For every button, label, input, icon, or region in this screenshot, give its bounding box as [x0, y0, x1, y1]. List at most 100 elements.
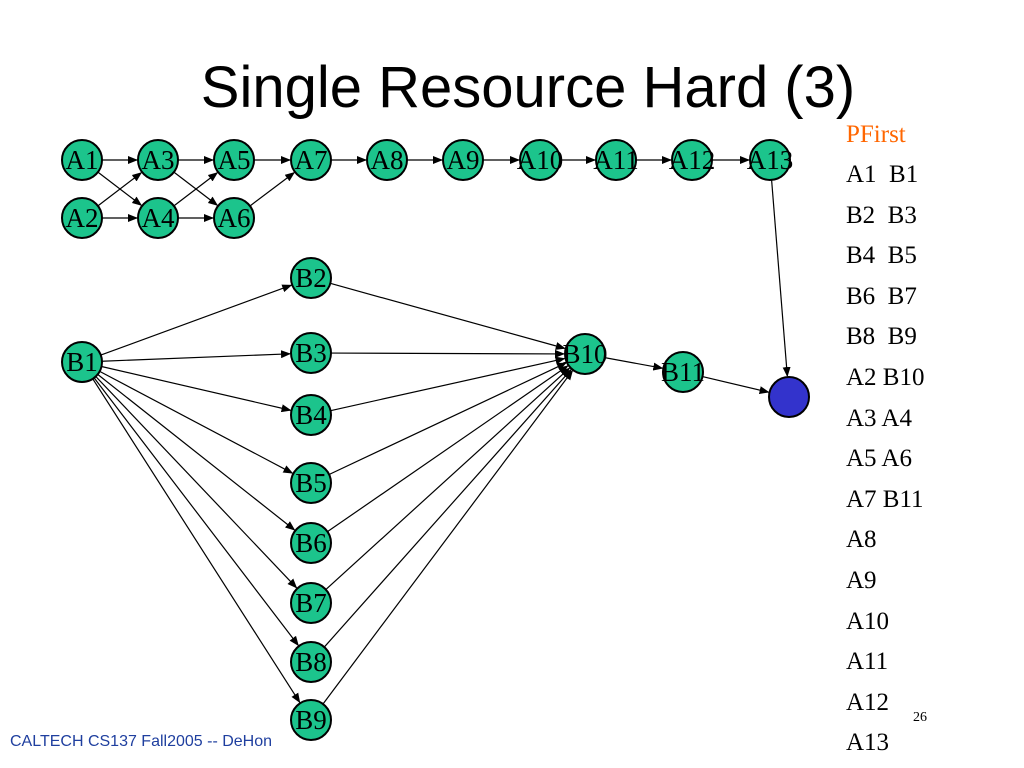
- schedule-row: B6 B7: [846, 282, 917, 310]
- node-b7: B7: [290, 582, 332, 624]
- node-label: B5: [295, 468, 327, 498]
- schedule-row: A5 A6: [846, 445, 912, 473]
- edge-B9-B10: [322, 370, 574, 705]
- node-b2: B2: [290, 257, 332, 299]
- node-a1: A1: [61, 139, 103, 181]
- page-number: 26: [913, 710, 927, 725]
- node-b3: B3: [290, 332, 332, 374]
- edge-B1-B4: [101, 365, 292, 413]
- node-circle: [564, 333, 606, 375]
- edge-B1-B2: [100, 284, 293, 356]
- node-label: B10: [562, 339, 607, 369]
- node-label: A12: [669, 145, 716, 175]
- node-circle: [61, 139, 103, 181]
- schedule-row: A7 B11: [846, 485, 924, 513]
- node-label: A9: [447, 145, 480, 175]
- schedule-row: A13: [846, 729, 890, 757]
- schedule-heading: PFirst: [846, 121, 906, 148]
- schedule-row: A2 B10: [846, 363, 925, 391]
- edge-A13-SINK: [771, 179, 791, 378]
- node-label: B7: [295, 588, 327, 618]
- schedule-row: A12: [846, 688, 890, 716]
- node-a10: A10: [517, 139, 564, 181]
- edge-B3-B10: [330, 349, 566, 358]
- node-circle: [213, 139, 255, 181]
- node-label: A2: [66, 203, 99, 233]
- node-sink: [768, 376, 810, 418]
- edge-B4-B10: [330, 356, 566, 412]
- edge-B6-B10: [327, 365, 569, 533]
- pfirst-schedule: PFirst A1 B1 B2 B3 B4 B5 B6 B7 B8 B9 A2 …: [846, 115, 1016, 764]
- node-label: A1: [66, 145, 99, 175]
- node-label: A7: [295, 145, 328, 175]
- node-circle: [137, 197, 179, 239]
- node-a7: A7: [290, 139, 332, 181]
- node-a12: A12: [669, 139, 716, 181]
- node-a8: A8: [366, 139, 408, 181]
- schedule-row: A8: [846, 526, 877, 554]
- node-b5: B5: [290, 462, 332, 504]
- node-label: A8: [371, 145, 404, 175]
- node-circle: [290, 257, 332, 299]
- node-b6: B6: [290, 522, 332, 564]
- schedule-row: B4 B5: [846, 242, 917, 270]
- schedule-row: B8 B9: [846, 323, 917, 351]
- edge-B8-B10: [323, 368, 572, 648]
- node-circle: [671, 139, 713, 181]
- node-label: A11: [593, 145, 639, 175]
- schedule-row: A10: [846, 607, 890, 635]
- node-circle: [768, 376, 810, 418]
- schedule-row: A11: [846, 648, 889, 676]
- node-circle: [662, 351, 704, 393]
- edge-B10-B11: [604, 357, 664, 371]
- node-label: A10: [517, 145, 564, 175]
- node-b10: B10: [562, 333, 608, 375]
- edge-A2-A3: [97, 172, 143, 207]
- node-circle: [595, 139, 637, 181]
- node-circle: [61, 341, 103, 383]
- edge-B11-SINK: [702, 376, 770, 395]
- edge-A4-A5: [173, 172, 219, 207]
- node-circle: [290, 522, 332, 564]
- node-circle: [137, 139, 179, 181]
- node-circle: [290, 582, 332, 624]
- node-circle: [519, 139, 561, 181]
- node-label: B11: [661, 357, 705, 387]
- node-a2: A2: [61, 197, 103, 239]
- node-label: A6: [218, 203, 251, 233]
- node-label: A3: [142, 145, 175, 175]
- node-circle: [442, 139, 484, 181]
- node-circle: [290, 394, 332, 436]
- slide-title: Single Resource Hard (3): [200, 55, 856, 120]
- node-a3: A3: [137, 139, 179, 181]
- schedule-row: A9: [846, 566, 877, 594]
- node-b8: B8: [290, 641, 332, 683]
- node-circle: [290, 699, 332, 741]
- node-a9: A9: [442, 139, 484, 181]
- node-b11: B11: [661, 351, 705, 393]
- node-b4: B4: [290, 394, 332, 436]
- edge-B1-B7: [95, 376, 298, 589]
- schedule-row: A1 B1: [846, 161, 919, 188]
- node-label: B6: [295, 528, 327, 558]
- node-circle: [213, 197, 255, 239]
- node-circle: [366, 139, 408, 181]
- node-label: A13: [747, 145, 794, 175]
- edge-B1-B5: [99, 370, 294, 474]
- edge-B1-B3: [101, 350, 292, 362]
- node-circle: [290, 641, 332, 683]
- node-b9: B9: [290, 699, 332, 741]
- edge-A6-A7: [249, 172, 296, 207]
- node-label: B4: [295, 400, 327, 430]
- node-label: B3: [295, 338, 327, 368]
- node-circle: [290, 139, 332, 181]
- node-circle: [290, 332, 332, 374]
- edge-B1-B9: [92, 378, 301, 704]
- node-label: B9: [295, 705, 327, 735]
- node-b1: B1: [61, 341, 103, 383]
- node-circle: [749, 139, 791, 181]
- node-a6: A6: [213, 197, 255, 239]
- schedule-row: B2 B3: [846, 201, 917, 229]
- node-label: B1: [66, 347, 98, 377]
- node-a11: A11: [593, 139, 639, 181]
